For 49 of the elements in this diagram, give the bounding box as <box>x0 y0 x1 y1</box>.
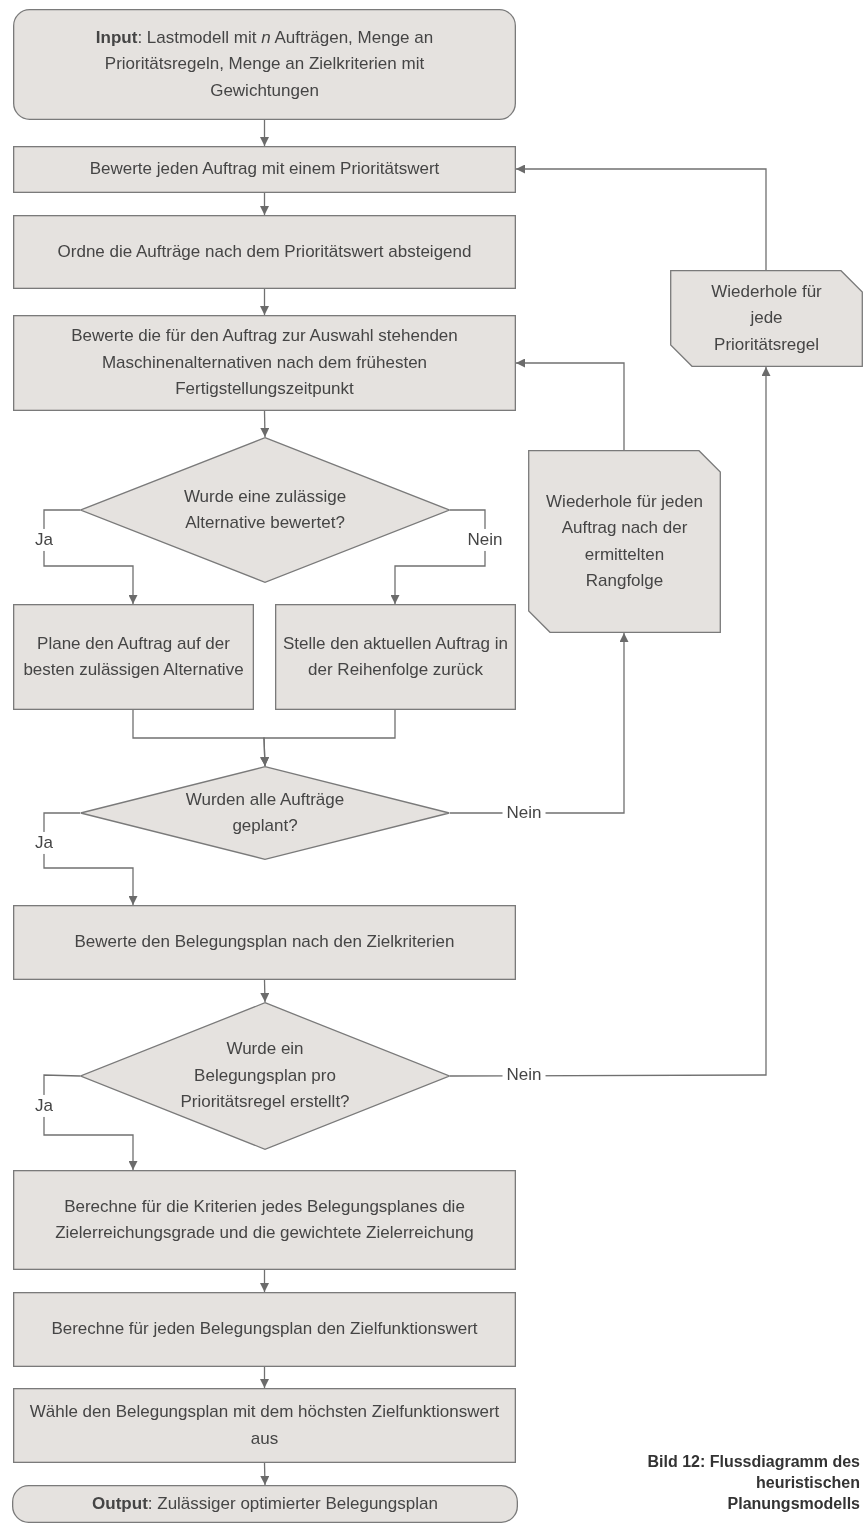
node-text: Wiederhole für jede Prioritätsregel <box>710 281 823 356</box>
decision-diamond <box>80 1002 450 1150</box>
arrow <box>260 979 270 1003</box>
arrow <box>260 1462 270 1486</box>
loop-box <box>670 270 863 367</box>
node-text: Input: Lastmodell mit n Aufträgen, Menge an Prioritätsregeln, Menge an Zielkriterien mit Gewichtungen <box>94 27 435 102</box>
arrow <box>43 812 138 906</box>
terminal-box <box>13 9 516 120</box>
node-text: Ordne die Aufträge nach dem Prioritätswert absteigend <box>56 240 473 263</box>
node-text: Bewerte jeden Auftrag mit einem Prioritätswert <box>88 158 441 181</box>
node-text: Wurde ein Belegungsplan pro Prioritätsregel erstellt? <box>179 1038 351 1114</box>
node-text: Stelle den aktuellen Auftrag in der Reihenfolge zurück <box>282 632 509 681</box>
process-box <box>13 604 254 710</box>
node-text: Wähle den Belegungsplan mit dem höchsten Zielfunktionswert aus <box>28 1401 501 1450</box>
loop-box <box>528 450 721 633</box>
process-box <box>13 1388 516 1463</box>
node-text: Bewerte die für den Auftrag zur Auswahl stehenden Maschinenalternativen nach dem frühesten Fertigstellungszeitpunkt <box>70 325 459 401</box>
arrow <box>515 164 767 271</box>
node-text: Bewerte den Belegungsplan nach den Zielkriterien <box>73 931 456 954</box>
arrow <box>515 358 625 451</box>
decision-diamond <box>80 766 450 860</box>
process-box <box>13 215 516 289</box>
terminal-box <box>12 1485 518 1523</box>
process-box <box>13 315 516 411</box>
node-text: Wurde eine zulässige Alternative bewertet? <box>182 485 348 534</box>
node-text: Output: Zulässiger optimierter Belegungsplan <box>91 1492 439 1515</box>
arrow <box>449 366 771 1077</box>
arrow <box>260 410 270 438</box>
node-text: Berechne für die Kriterien jedes Belegungsplanes die Zielerreichungsgrade und die gewichtete Zielerreichung <box>54 1195 475 1244</box>
process-box <box>13 146 516 193</box>
arrow <box>260 1366 269 1389</box>
arrow <box>260 119 269 147</box>
node-text: Wurden alle Aufträge geplant? <box>184 788 346 837</box>
node-text: Berechne für jeden Belegungsplan den Zielfunktionswert <box>50 1318 479 1341</box>
arrow <box>260 1269 269 1293</box>
process-box <box>13 905 516 980</box>
process-box <box>13 1170 516 1270</box>
figure-caption: Bild 12: Flussdiagramm des heuristischen Planungsmodells <box>646 1452 860 1514</box>
arrow <box>43 1074 138 1171</box>
decision-diamond <box>80 437 450 583</box>
node-text: Plane den Auftrag auf der besten zulässigen Alternative <box>22 632 245 681</box>
process-box <box>13 1292 516 1367</box>
process-box <box>275 604 516 710</box>
arrow <box>260 192 269 216</box>
arrow <box>260 288 269 316</box>
arrow <box>260 709 396 767</box>
arrow <box>43 509 138 605</box>
arrow <box>390 509 486 605</box>
node-text: Wiederhole für jeden Auftrag nach der ermittelten Rangfolge <box>545 490 704 592</box>
